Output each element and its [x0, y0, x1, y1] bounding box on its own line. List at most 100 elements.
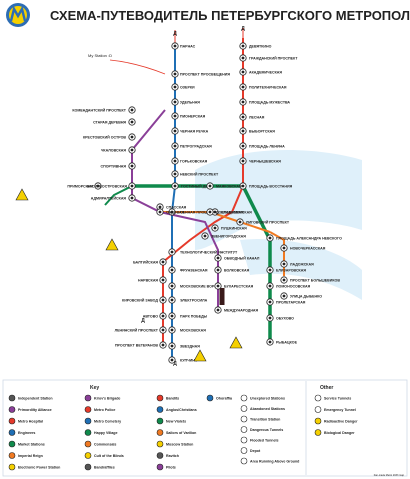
- station-purple-7[interactable]: ЗВЕНИГОРОДСКАЯ: [201, 232, 246, 240]
- station-orange-3[interactable]: НОВОЧЕРКАССКАЯ: [280, 244, 326, 252]
- station-blue-0[interactable]: ПАРНАС: [171, 42, 196, 50]
- station-green-5[interactable]: ЕЛИЗАРОВСКАЯ: [266, 266, 307, 274]
- station-dot-icon: [268, 284, 272, 288]
- legend-marker-icon: [156, 452, 164, 459]
- station-purple-6[interactable]: САДОВАЯ: [156, 208, 185, 216]
- station-purple-1[interactable]: СТАРАЯ ДЕРЕВНЯ: [93, 118, 136, 126]
- station-purple-8[interactable]: ОБВОДНЫЙ КАНАЛ: [214, 254, 260, 262]
- station-label: ПРИМОРСКАЯ: [67, 184, 93, 188]
- legend-label: Anglos/Christians: [166, 408, 197, 412]
- station-green-6[interactable]: ЛОМОНОСОВСКАЯ: [266, 282, 311, 290]
- station-red-0[interactable]: ДЕВЯТКИНО: [239, 42, 272, 50]
- station-red-9[interactable]: ПЛОЩАДЬ ВОССТАНИЯ: [239, 182, 293, 190]
- station-green-7[interactable]: ПРОЛЕТАРСКАЯ: [266, 298, 306, 306]
- legend-label: Abandoned Stations: [250, 407, 285, 411]
- station-blue-6[interactable]: ПЕТРОГРАДСКАЯ: [171, 142, 212, 150]
- legend-col1-1: Primordilty Alliance: [8, 406, 52, 413]
- station-red-5[interactable]: ЛЕСНАЯ: [239, 113, 265, 121]
- station-dot-icon: [170, 328, 174, 332]
- station-label: МОСКОВСКИЕ ВОРОТА: [180, 284, 222, 288]
- station-red-7[interactable]: ПЛОЩАДЬ ЛЕНИНА: [239, 142, 285, 150]
- station-orange-4[interactable]: ЛАДОЖСКАЯ: [280, 260, 314, 268]
- station-purple-4[interactable]: СПОРТИВНАЯ: [101, 162, 136, 170]
- station-dot-icon: [170, 314, 174, 318]
- station-label: АВТОВО: [143, 314, 158, 318]
- legend-label: Bandits: [166, 396, 179, 400]
- station-blue-3[interactable]: УДЕЛЬНАЯ: [171, 98, 201, 106]
- legend-label: Imperial Reign: [18, 454, 43, 458]
- station-dot-icon: [158, 205, 162, 209]
- station-dot-icon: [130, 120, 134, 124]
- station-dot-icon: [241, 100, 245, 104]
- legend-label: Emergency Tunnel: [324, 408, 356, 412]
- station-blue-7[interactable]: ГОРЬКОВСКАЯ: [171, 157, 208, 165]
- station-blue-10[interactable]: ТЕХНОЛОГИЧЕСКИЙ ИНСТИТУТ: [168, 248, 238, 256]
- station-blue-4[interactable]: ПИОНЕРСКАЯ: [171, 112, 206, 120]
- station-blue-8[interactable]: НЕВСКИЙ ПРОСПЕКТ: [171, 170, 219, 178]
- radioactive-danger-icon: [105, 238, 119, 251]
- legend-label: Metro Police: [94, 408, 115, 412]
- legend-marker-icon: [240, 457, 248, 465]
- station-purple-10[interactable]: БУХАРЕСТСКАЯ: [214, 282, 254, 290]
- station-orange-6[interactable]: УЛИЦА ДЫБЕНКО: [280, 292, 322, 300]
- station-label: КУПЧИНО: [180, 358, 198, 362]
- station-blue-2[interactable]: ОЗЕРКИ: [171, 83, 195, 91]
- station-red-13[interactable]: НАРВСКАЯ: [138, 276, 167, 284]
- legend-marker-icon: [156, 394, 164, 402]
- station-purple-9[interactable]: ВОЛКОВСКАЯ: [214, 266, 250, 274]
- station-blue-11[interactable]: ФРУНЗЕНСКАЯ: [168, 266, 208, 274]
- depot-icon: Д: [241, 26, 245, 32]
- station-orange-2[interactable]: ЛИГОВСКИЙ ПРОСПЕКТ: [236, 218, 290, 226]
- station-purple-2[interactable]: КРЕСТОВСКИЙ ОСТРОВ: [83, 133, 136, 141]
- station-green-9[interactable]: РЫБАЦКОЕ: [266, 338, 298, 346]
- station-green-2[interactable]: ГОСТИНЫЙ ДВОР: [171, 182, 214, 190]
- station-blue-9[interactable]: СЕННАЯ ПЛОЩАДЬ: [168, 208, 216, 216]
- station-purple-0[interactable]: КОМЕНДАНТСКИЙ ПРОСПЕКТ: [72, 106, 136, 114]
- station-blue-17[interactable]: КУПЧИНО: [168, 356, 198, 364]
- station-red-8[interactable]: ЧЕРНЫШЕВСКАЯ: [239, 157, 281, 165]
- station-red-16[interactable]: ЛЕНИНСКИЙ ПРОСПЕКТ: [115, 326, 167, 334]
- station-blue-15[interactable]: МОСКОВСКАЯ: [168, 326, 206, 334]
- station-red-2[interactable]: АКАДЕМИЧЕСКАЯ: [239, 68, 283, 76]
- station-blue-12[interactable]: МОСКОВСКИЕ ВОРОТА: [168, 282, 222, 290]
- legend-label: Area Running Above Ground: [250, 459, 299, 463]
- station-red-3[interactable]: ПОЛИТЕХНИЧЕСКАЯ: [239, 83, 287, 91]
- legend-other-left-4: Flooded Tunnels: [240, 436, 278, 444]
- station-purple-11[interactable]: МЕЖДУНАРОДНАЯ: [214, 306, 259, 314]
- station-blue-13[interactable]: ЭЛЕКТРОСИЛА: [168, 296, 208, 304]
- station-green-8[interactable]: ОБУХОВО: [266, 314, 294, 322]
- station-green-1[interactable]: ВАСИЛЕОСТРОВСКАЯ: [87, 182, 136, 190]
- station-red-1[interactable]: ГРАЖДАНСКИЙ ПРОСПЕКТ: [239, 54, 298, 62]
- station-green-4[interactable]: ПЛОЩАДЬ АЛЕКСАНДРА НЕВСКОГО: [266, 234, 342, 242]
- station-orange-1[interactable]: ДОСТОЕВСКАЯ: [206, 208, 244, 216]
- station-dot-icon: [173, 129, 177, 133]
- legend-marker-icon: [8, 429, 16, 436]
- station-purple-5[interactable]: АДМИРАЛТЕЙСКАЯ: [91, 194, 136, 202]
- station-blue-14[interactable]: ПАРК ПОБЕДЫ: [168, 312, 208, 320]
- station-dot-icon: [130, 135, 134, 139]
- legend-col1-4: Market Stations: [8, 440, 45, 448]
- station-label: АДМИРАЛТЕЙСКАЯ: [91, 196, 127, 200]
- station-label: ВЫБОРГСКАЯ: [249, 129, 275, 133]
- legend-marker-icon: [8, 440, 16, 448]
- station-orange-5[interactable]: ПРОСПЕКТ БОЛЬШЕВИКОВ: [280, 276, 341, 284]
- station-red-6[interactable]: ВЫБОРГСКАЯ: [239, 127, 275, 135]
- station-red-11[interactable]: ПУШКИНСКАЯ: [211, 224, 247, 232]
- station-blue-5[interactable]: ЧЕРНАЯ РЕЧКА: [171, 127, 209, 135]
- station-purple-3[interactable]: ЧКАЛОВСКАЯ: [101, 146, 136, 154]
- station-blue-16[interactable]: ЗВЕЗДНАЯ: [168, 342, 200, 350]
- station-blue-1[interactable]: ПРОСПЕКТ ПРОСВЕЩЕНИЯ: [171, 70, 231, 78]
- station-red-17[interactable]: ПРОСПЕКТ ВЕТЕРАНОВ: [115, 341, 167, 349]
- station-red-4[interactable]: ПЛОЩАДЬ МУЖЕСТВА: [239, 98, 291, 106]
- legend-marker-icon: [314, 406, 322, 413]
- legend-col3-4: Moscow Station: [156, 440, 193, 448]
- station-red-15[interactable]: АВТОВО: [143, 312, 167, 320]
- station-dot-icon: [130, 164, 134, 168]
- station-label: ПОЛИТЕХНИЧЕСКАЯ: [249, 85, 287, 89]
- station-label: ПАРК ПОБЕДЫ: [180, 314, 208, 318]
- station-green-0[interactable]: ПРИМОРСКАЯ: [67, 182, 102, 190]
- station-red-12[interactable]: БАЛТИЙСКАЯ: [133, 258, 167, 266]
- station-red-14[interactable]: КИРОВСКИЙ ЗАВОД: [122, 296, 167, 304]
- station-green-3[interactable]: МАЯКОВСКАЯ: [206, 182, 242, 190]
